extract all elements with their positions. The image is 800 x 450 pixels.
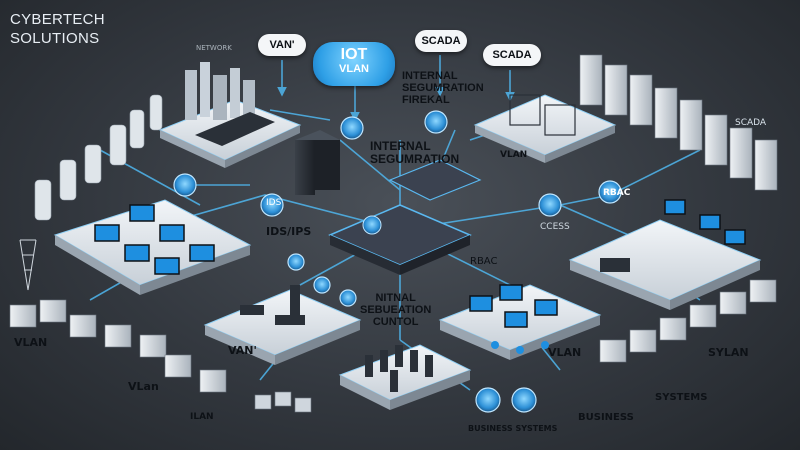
left-workstation-platform: [53, 199, 252, 295]
central-server-tower: [295, 130, 340, 195]
link: [609, 149, 701, 196]
brand-title: CYBERTECH SOLUTIONS: [10, 10, 105, 48]
node-icon: [339, 289, 357, 307]
center-left-platform: [203, 285, 362, 365]
scada-cloud-b: SCADA: [483, 44, 541, 66]
node-icon: [475, 387, 501, 413]
scada-cloud-a-label: SCADA: [421, 35, 461, 47]
internal-firewall-label: INTERNAL SEGUMRATION FIREKAL: [402, 70, 484, 106]
vlan-bottom-left-label: VLan: [128, 380, 159, 393]
scada-cloud-a: SCADA: [415, 30, 467, 52]
scada-cloud-b-label: SCADA: [492, 49, 532, 61]
access-label: CCESS: [540, 222, 570, 232]
internal-firewall-line-1: INTERNAL: [402, 70, 458, 82]
right-lower-racks: [599, 279, 777, 363]
control-label: NITNAL SEBUEATION CUNTOL: [360, 292, 431, 328]
center-right-platform: [438, 284, 602, 360]
storage-cylinders: [34, 94, 163, 221]
van-lower-label: VAN': [228, 344, 257, 357]
bottom-small-devices: [254, 391, 312, 413]
node-icon: [598, 180, 622, 204]
internal-segmentation-line-2: SEGUMRATION: [370, 152, 460, 166]
node-icon: [313, 276, 331, 294]
internal-segmentation-line-1: INTERNAL: [370, 139, 431, 153]
node-icon: [538, 193, 562, 217]
iot-cloud-line-1: IOT: [340, 46, 368, 63]
rbac-top-label: RBAC: [603, 188, 631, 198]
node-icon: [173, 173, 197, 197]
node-icon: [511, 387, 537, 413]
brand-line-1: CYBERTECH: [10, 11, 105, 28]
van-cloud-label: VAN': [269, 39, 295, 51]
right-workstation-platform: [568, 199, 762, 310]
link: [339, 139, 401, 191]
right-server-racks: [579, 54, 778, 191]
systems-label: SYSTEMS: [655, 392, 708, 403]
internal-segmentation-label: INTERNAL SEGUMRATION: [370, 140, 459, 166]
top-left-platform: [158, 62, 302, 168]
node-icon: [424, 110, 448, 134]
iot-cloud-line-2: VLAN: [339, 63, 369, 75]
van-cloud: VAN': [258, 34, 306, 56]
top-right-platform: [473, 94, 617, 163]
ilan-label: ILAN: [190, 412, 214, 422]
network-nodes: [173, 110, 622, 413]
brand-line-2: SOLUTIONS: [10, 30, 100, 47]
node-icon: [287, 253, 305, 271]
control-line-1: NITNAL: [375, 292, 416, 304]
control-line-2: SEBUEATION: [360, 304, 432, 316]
ids-ips-label: IDS/IPS: [266, 225, 312, 238]
node-icon: [260, 193, 284, 217]
scada-right-label: SCADA: [735, 118, 767, 128]
vlan-center-label: VLAN: [548, 346, 582, 359]
core-firewall: [328, 159, 482, 275]
central-bottom-platform: [338, 344, 472, 410]
internal-firewall-line-3: FIREKAL: [402, 94, 450, 106]
link: [159, 194, 401, 231]
ids-label: IDS: [266, 198, 282, 208]
business-label: BUSINESS: [578, 412, 634, 423]
business-systems-label: BUSINESS SYSTEMS: [468, 424, 558, 433]
rbac-mid-label: RBAC: [470, 256, 498, 267]
power-tower: [19, 239, 37, 291]
control-line-3: CUNTOL: [372, 316, 419, 328]
node-icon: [340, 116, 364, 140]
network-label: NETWORK: [196, 44, 232, 52]
left-server-racks: [9, 299, 227, 393]
vlan-left-label: VLAN: [14, 336, 48, 349]
link: [269, 109, 331, 121]
sylan-label: SYLAN: [708, 346, 749, 359]
vlan-upper-label: VLAN: [500, 150, 528, 160]
internal-firewall-line-2: SEGUMRATION: [402, 82, 484, 94]
iot-vlan-cloud: IOT VLAN: [313, 42, 395, 86]
